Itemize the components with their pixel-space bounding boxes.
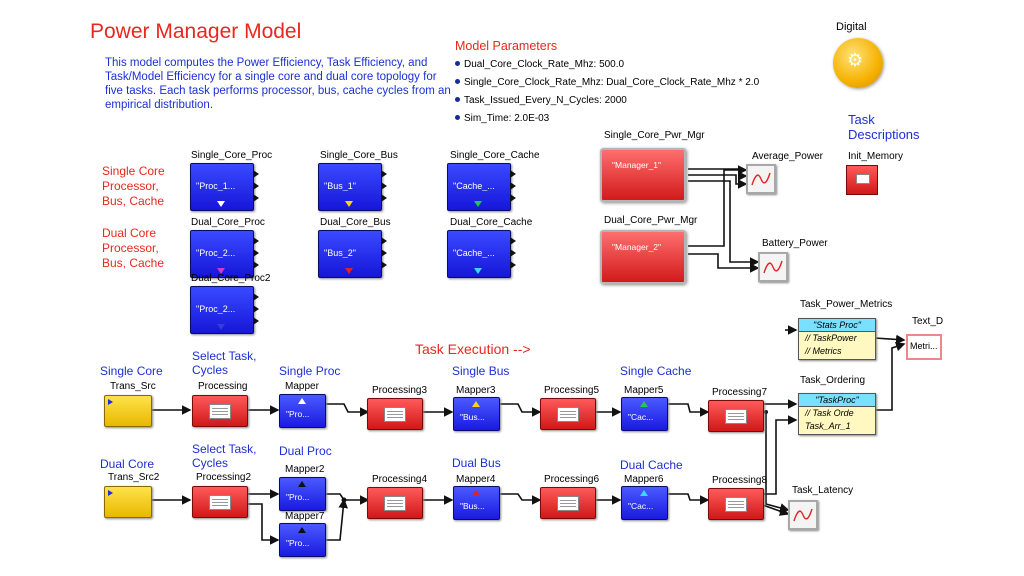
mapper-label: Mapper2 xyxy=(285,464,325,475)
mapper-block[interactable]: "Bus... xyxy=(453,486,500,520)
dual-bus-label: Dual Bus xyxy=(452,456,501,470)
hw-block-label: Single_Core_Cache xyxy=(450,150,540,161)
task-power-metrics-label: Task_Power_Metrics xyxy=(800,299,893,310)
trans-src-block[interactable] xyxy=(104,486,152,518)
digital-gear-icon[interactable]: ⚙ xyxy=(833,38,883,88)
task-ordering-label: Task_Ordering xyxy=(800,375,866,386)
processing-label: Processing5 xyxy=(544,385,600,396)
single-core-bus-block[interactable]: "Bus_1" xyxy=(318,163,387,211)
digital-label: Digital xyxy=(836,21,867,33)
text-display-block[interactable]: Metri... xyxy=(906,334,942,360)
init-memory-block[interactable] xyxy=(846,165,878,195)
model-parameters-list: Dual_Core_Clock_Rate_Mhz: 500.0 Single_C… xyxy=(455,56,759,128)
trans-src-label: Trans_Src2 xyxy=(108,472,160,483)
task-latency-plot[interactable] xyxy=(788,500,818,530)
battery-power-label: Battery_Power xyxy=(762,238,828,249)
mapper-label: Mapper xyxy=(285,381,319,392)
processing-block[interactable] xyxy=(708,400,764,432)
dual-cache-label: Dual Cache xyxy=(620,458,683,472)
hw-block-label: Dual_Core_Cache xyxy=(450,217,533,228)
hw-block-label: Dual_Core_Bus xyxy=(320,217,391,228)
mapper-block[interactable]: "Pro... xyxy=(279,394,326,428)
processing-label: Processing4 xyxy=(372,474,428,485)
mapper-label: Mapper3 xyxy=(456,385,496,396)
processing-label: Processing xyxy=(198,381,248,392)
mapper-label: Mapper4 xyxy=(456,474,496,485)
average-power-plot[interactable] xyxy=(746,164,776,194)
dual-core-pwr-mgr-block[interactable]: "Manager_2" xyxy=(600,230,686,284)
mapper-block[interactable]: "Pro... xyxy=(279,523,326,557)
battery-power-plot[interactable] xyxy=(758,252,788,282)
single-core-label: Single Core xyxy=(100,364,163,378)
average-power-label: Average_Power xyxy=(752,151,823,162)
task-ordering-block[interactable]: "TaskProc" // Task Orde Task_Arr_1 xyxy=(798,393,876,435)
single-core-hw-label: Single Core Processor, Bus, Cache xyxy=(102,164,165,208)
task-latency-label: Task_Latency xyxy=(792,485,854,496)
param-item[interactable]: Sim_Time: 2.0E-03 xyxy=(455,110,759,128)
processing-block[interactable] xyxy=(708,488,764,520)
dual-core-cache-block[interactable]: "Cache_... xyxy=(447,230,516,278)
dual-core-proc2-block[interactable]: "Proc_2... xyxy=(190,286,259,334)
single-cache-label: Single Cache xyxy=(620,364,692,378)
param-item[interactable]: Task_Issued_Every_N_Cycles: 2000 xyxy=(455,92,759,110)
processing-block[interactable] xyxy=(540,487,596,519)
hw-block-label: Dual_Core_Proc2 xyxy=(191,273,271,284)
processing-block[interactable] xyxy=(192,486,248,518)
mapper-block[interactable]: "Bus... xyxy=(453,397,500,431)
model-description: This model computes the Power Efficiency… xyxy=(105,57,451,111)
trans-src-block[interactable] xyxy=(104,395,152,427)
single-bus-label: Single Bus xyxy=(452,364,510,378)
hw-block-label: Single_Core_Bus xyxy=(320,150,398,161)
mapper-block[interactable]: "Pro... xyxy=(279,477,326,511)
dual-core-label: Dual Core xyxy=(100,457,155,471)
mapper-label: Mapper7 xyxy=(285,511,325,522)
manager-label: Single_Core_Pwr_Mgr xyxy=(604,130,705,141)
manager-label: Dual_Core_Pwr_Mgr xyxy=(604,215,698,226)
trans-src-label: Trans_Src xyxy=(110,381,156,392)
hw-block-label: Single_Core_Proc xyxy=(191,150,273,161)
processing-label: Processing7 xyxy=(712,387,768,398)
page-title: Power Manager Model xyxy=(90,20,302,43)
mapper-label: Mapper6 xyxy=(624,474,664,485)
processing-label: Processing2 xyxy=(196,472,252,483)
param-item[interactable]: Single_Core_Clock_Rate_Mhz: Dual_Core_Cl… xyxy=(455,74,759,92)
select-task-label: Select Task, Cycles xyxy=(192,442,257,470)
single-core-proc-block[interactable]: "Proc_1... xyxy=(190,163,259,211)
task-descriptions-label: Task Descriptions xyxy=(848,112,920,142)
processing-block[interactable] xyxy=(367,487,423,519)
processing-block[interactable] xyxy=(540,398,596,430)
mapper-block[interactable]: "Cac... xyxy=(621,397,668,431)
param-item[interactable]: Dual_Core_Clock_Rate_Mhz: 500.0 xyxy=(455,56,759,74)
single-core-pwr-mgr-block[interactable]: "Manager_1" xyxy=(600,148,686,202)
mapper-block[interactable]: "Cac... xyxy=(621,486,668,520)
single-proc-label: Single Proc xyxy=(279,364,341,378)
processing-label: Processing3 xyxy=(372,385,428,396)
hw-block-label: Dual_Core_Proc xyxy=(191,217,265,228)
processing-label: Processing8 xyxy=(712,475,768,486)
task-power-metrics-block[interactable]: "Stats Proc" // TaskPower // Metrics xyxy=(798,318,876,360)
processing-label: Processing6 xyxy=(544,474,600,485)
dual-core-bus-block[interactable]: "Bus_2" xyxy=(318,230,387,278)
select-task-label: Select Task, Cycles xyxy=(192,349,257,377)
model-parameters-heading: Model Parameters xyxy=(455,39,558,53)
task-execution-label: Task Execution --> xyxy=(415,341,531,357)
dual-proc-label: Dual Proc xyxy=(279,444,332,458)
dual-core-hw-label: Dual Core Processor, Bus, Cache xyxy=(102,226,165,270)
text-display-label: Text_D xyxy=(912,316,944,327)
init-memory-label: Init_Memory xyxy=(848,151,904,162)
dual-core-proc-block[interactable]: "Proc_2... xyxy=(190,230,259,278)
processing-block[interactable] xyxy=(192,395,248,427)
single-core-cache-block[interactable]: "Cache_... xyxy=(447,163,516,211)
mapper-label: Mapper5 xyxy=(624,385,664,396)
processing-block[interactable] xyxy=(367,398,423,430)
